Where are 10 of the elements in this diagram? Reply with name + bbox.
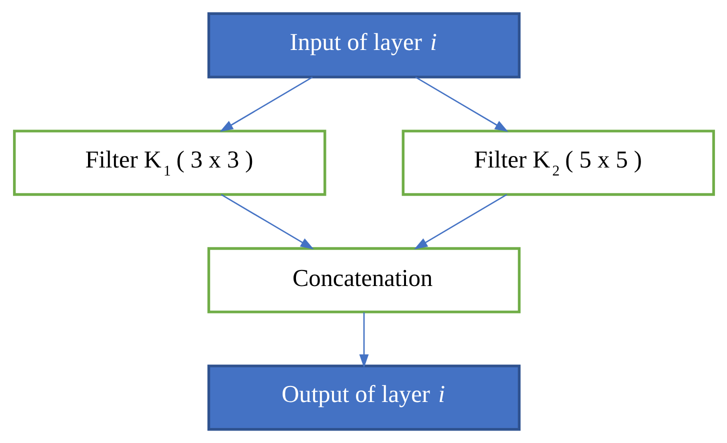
- arrow: [358, 312, 368, 368]
- node-box: Concatenation: [206, 247, 520, 314]
- arrow: [220, 194, 314, 250]
- arrow: [414, 76, 508, 132]
- node-box: Filter K$_{2}$ ( 5 x 5 ): [401, 130, 714, 196]
- node-box: Input of layer i: [206, 12, 520, 78]
- arrow: [414, 194, 507, 250]
- node-box: Output of layer i: [206, 364, 520, 431]
- arrow: [219, 76, 312, 132]
- node-box: Filter K$_{1}$ ( 3 x 3 ): [12, 130, 326, 196]
